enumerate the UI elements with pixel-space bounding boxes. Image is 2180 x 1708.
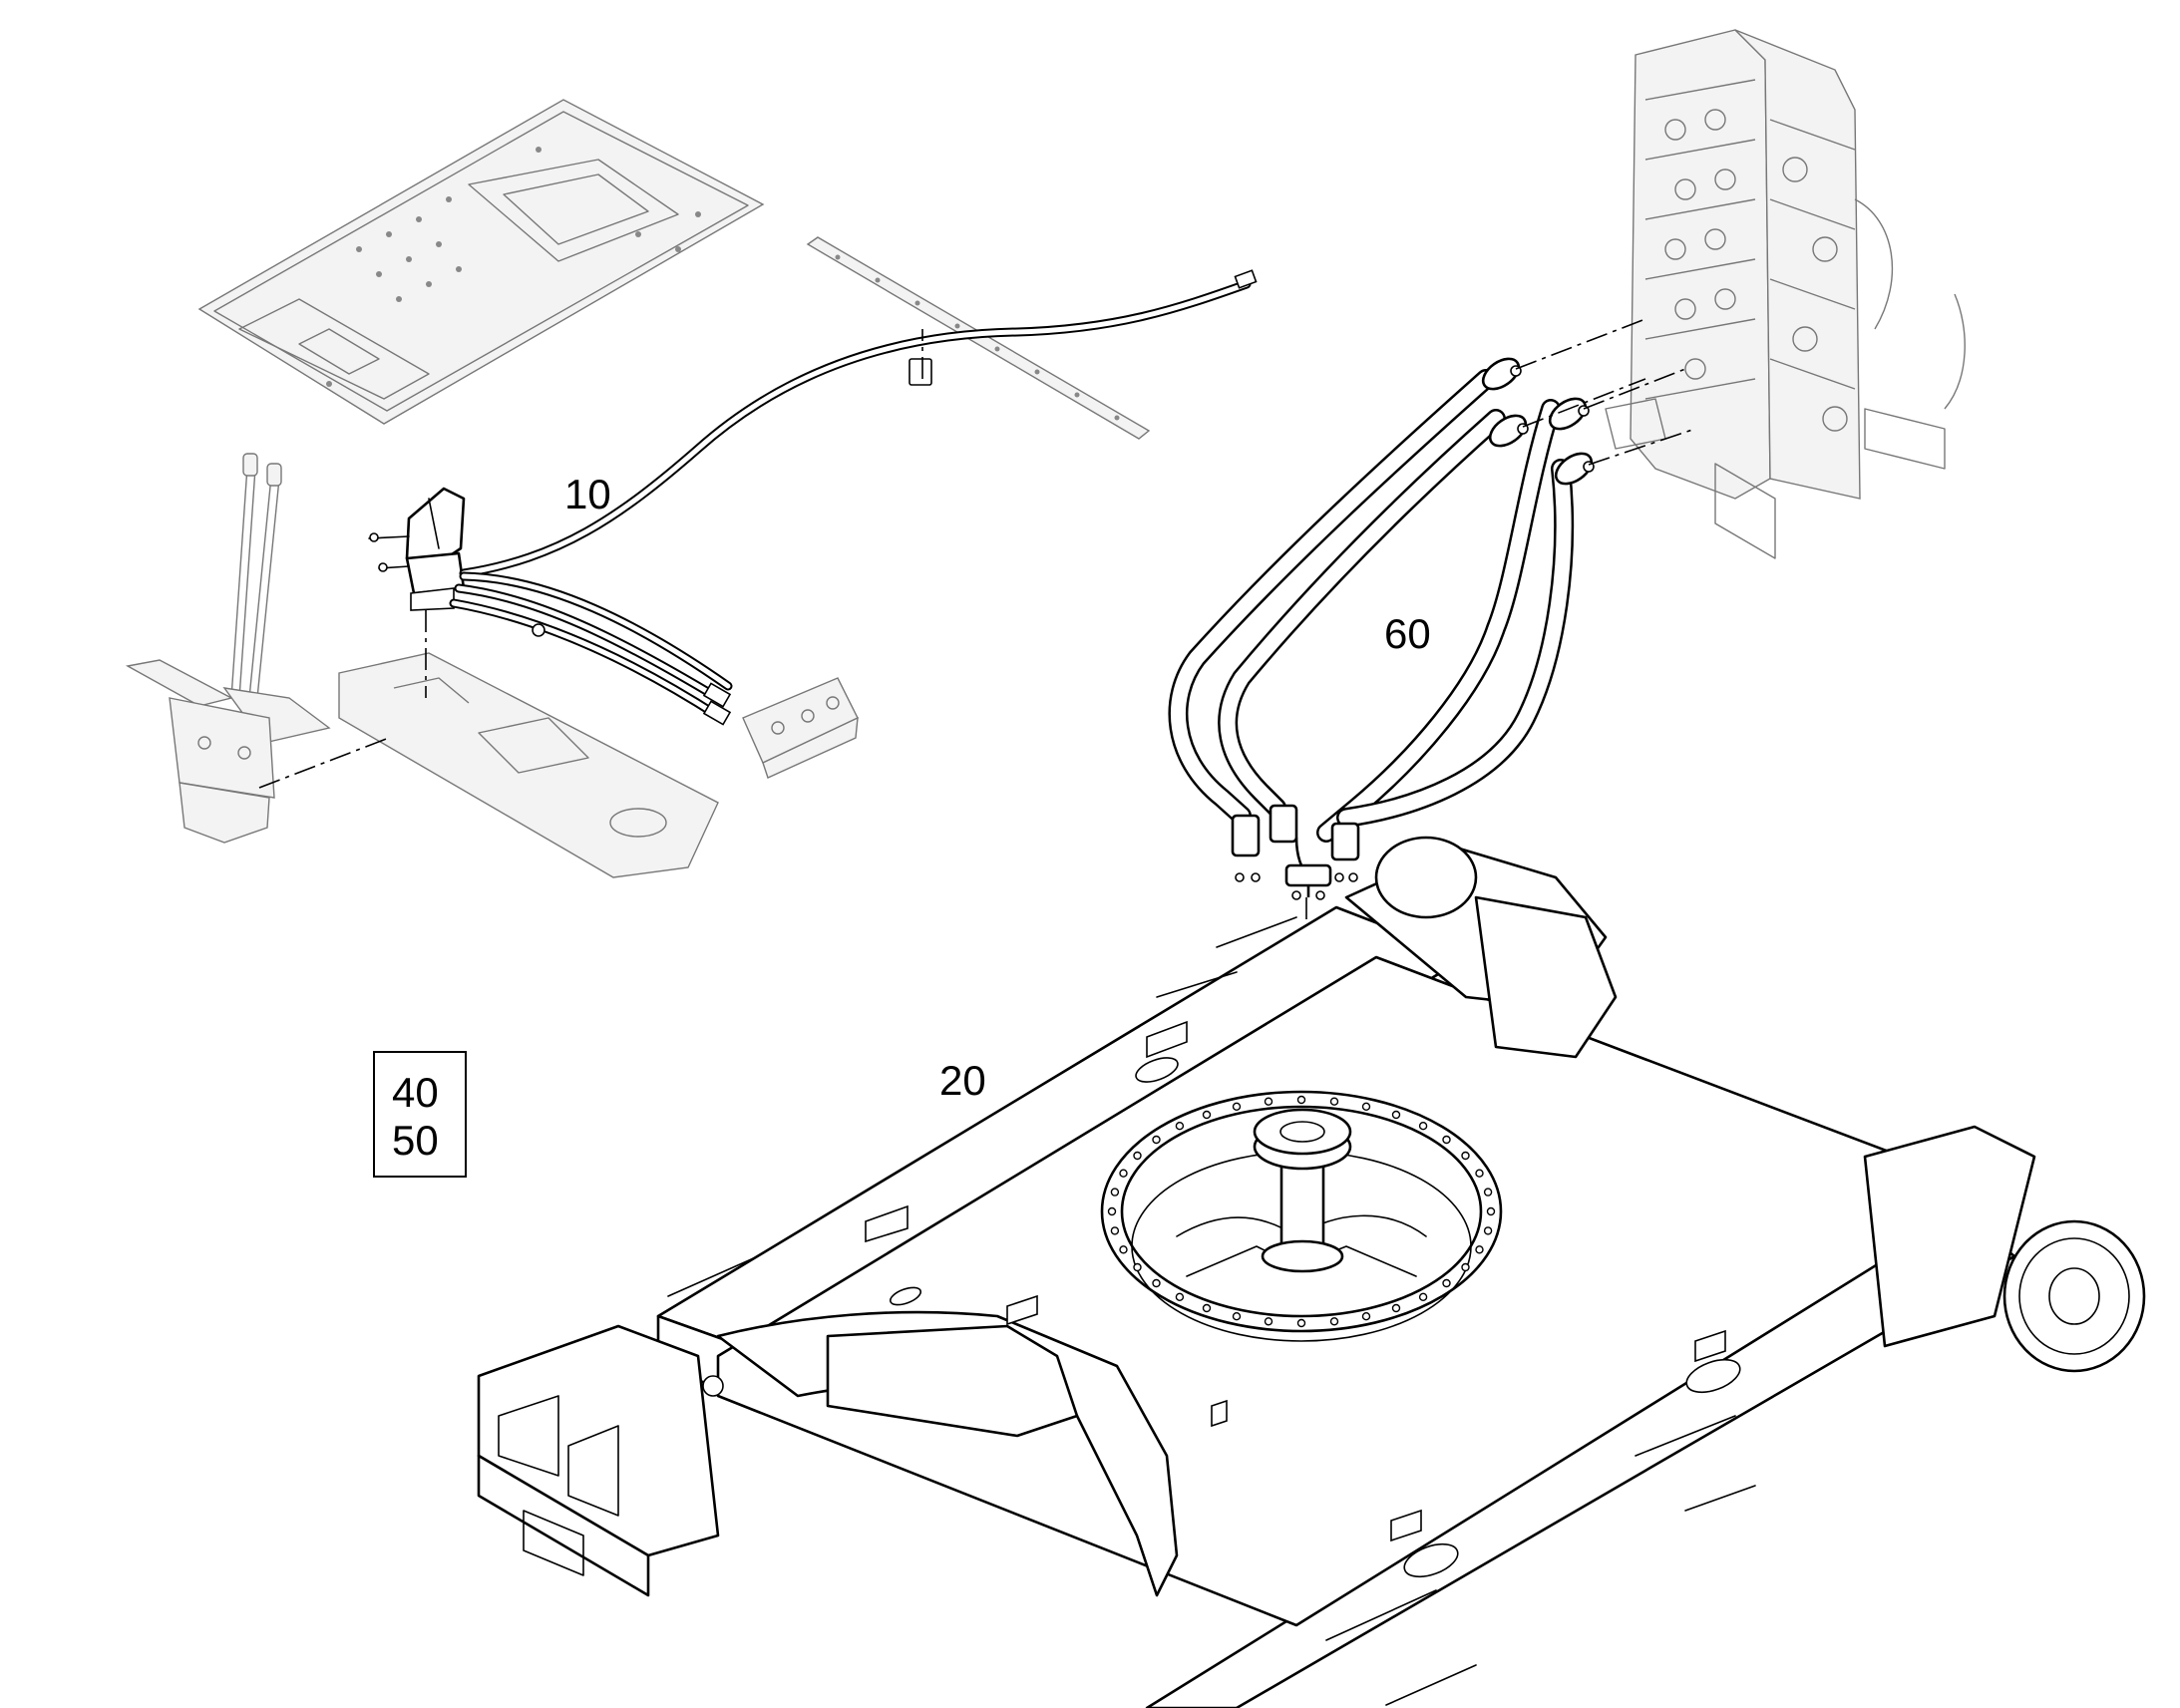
bolt-hole xyxy=(1110,1188,1120,1196)
bolt-hole xyxy=(1202,1110,1212,1120)
bolt-hole xyxy=(1461,1262,1470,1272)
travel-control-pedal-assembly xyxy=(125,453,331,844)
bolt-hole xyxy=(1119,1169,1128,1178)
bolt-hole xyxy=(1296,1318,1306,1328)
bolt-hole xyxy=(1175,1121,1185,1131)
bolt-hole xyxy=(1442,1135,1451,1145)
bolt-hole xyxy=(1329,1097,1339,1106)
callout-10: 10 xyxy=(564,471,611,517)
bolt-hole xyxy=(1175,1292,1185,1302)
pedal-floor-plate xyxy=(338,652,719,878)
reference-box-40-50: 40 50 xyxy=(373,1051,467,1178)
bolt-hole xyxy=(1133,1151,1142,1161)
bolt-hole xyxy=(1202,1303,1212,1313)
box-label-50: 50 xyxy=(392,1117,439,1164)
bolt-hole xyxy=(1232,1102,1242,1112)
bolt-hole xyxy=(1486,1206,1496,1216)
bolt-hole xyxy=(1391,1303,1401,1313)
callout-20: 20 xyxy=(939,1057,986,1104)
cab-floor-plate xyxy=(197,99,765,425)
pilot-valve xyxy=(368,487,466,611)
box-label-40: 40 xyxy=(392,1069,439,1116)
bolt-hole xyxy=(1329,1317,1339,1326)
bolt-hole xyxy=(1475,1245,1484,1254)
bolt-hole xyxy=(1264,1317,1273,1326)
bolt-hole xyxy=(1391,1110,1401,1120)
bolt-hole xyxy=(1442,1278,1451,1288)
bolt-hole xyxy=(1361,1102,1371,1112)
pilot-hoses-lower xyxy=(449,571,733,726)
bolt-hole xyxy=(1483,1226,1493,1235)
swing-ring-and-swivel-joint xyxy=(1100,1090,1503,1342)
callout-60: 60 xyxy=(1384,610,1431,657)
pilot-hose-long xyxy=(459,269,1258,578)
bolt-hole xyxy=(1461,1151,1470,1161)
bolt-hole xyxy=(1152,1278,1161,1288)
main-control-valve xyxy=(1605,29,1966,559)
bolt-hole xyxy=(1361,1311,1371,1321)
bolt-hole xyxy=(1107,1206,1117,1216)
swivel-hose-set xyxy=(1168,357,1595,900)
assembly-centerlines-left xyxy=(258,329,923,789)
bolt-hole xyxy=(1110,1226,1120,1235)
bolt-hole xyxy=(1418,1292,1428,1302)
bolt-hole xyxy=(1296,1095,1306,1105)
bolt-hole xyxy=(1483,1188,1493,1196)
bolt-hole xyxy=(1119,1245,1128,1254)
bolt-hole xyxy=(1264,1097,1273,1106)
swing-ring-bolts xyxy=(1107,1095,1496,1328)
bolt-hole xyxy=(1232,1311,1242,1321)
small-valve-block xyxy=(742,677,859,779)
bolt-hole xyxy=(1418,1121,1428,1131)
bolt-hole xyxy=(1152,1135,1161,1145)
bolt-hole xyxy=(1475,1169,1484,1178)
bolt-hole xyxy=(1133,1262,1142,1272)
